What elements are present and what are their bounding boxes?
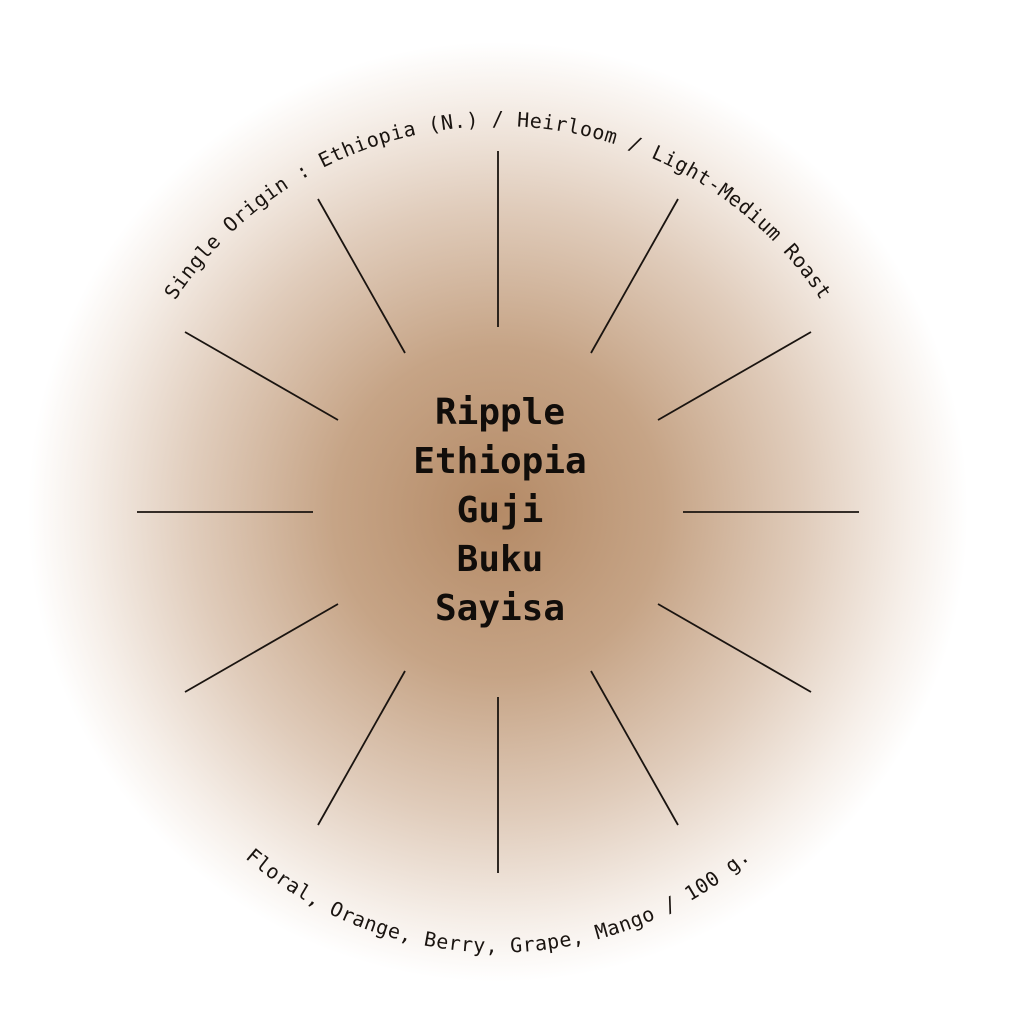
ray-300	[590, 198, 679, 354]
gradient-disc	[28, 42, 968, 982]
title-country: Ethiopia	[413, 441, 587, 482]
title-region: Guji	[456, 490, 544, 531]
title-roaster: Ripple	[434, 392, 566, 433]
ray-210	[184, 331, 339, 421]
ray-120	[317, 670, 406, 826]
ray-150	[184, 603, 339, 693]
title-station: Sayisa	[434, 588, 566, 629]
ray-240	[317, 198, 406, 354]
coffee-title: Ripple Ethiopia Guji Buku Sayisa	[0, 388, 1000, 633]
ray-60	[590, 670, 679, 826]
ray-330	[657, 331, 812, 421]
sunburst-rays	[137, 151, 859, 873]
ray-30	[657, 603, 812, 693]
title-area: Buku	[456, 539, 544, 580]
